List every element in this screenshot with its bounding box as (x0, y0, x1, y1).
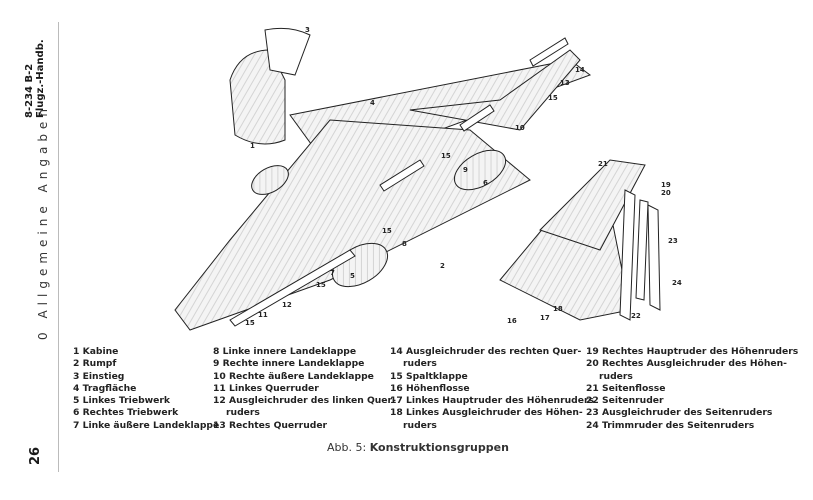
legend-item: 4 Tragfläche (73, 382, 137, 394)
legend-column-3: 14 Ausgleichruder des rechten Quer-ruder… (390, 346, 594, 432)
legend-item: 9 Rechte innere Landeklappe (213, 358, 365, 370)
figure-caption: Abb. 5: Konstruktionsgruppen (327, 441, 509, 454)
callout-number: 8 (402, 240, 407, 248)
callout-number: 15 (316, 281, 326, 289)
callout-number: 6 (483, 179, 488, 187)
vertical-fin (539, 159, 646, 251)
callout-number: 10 (515, 124, 525, 132)
legend-item: ruders (226, 407, 260, 419)
legend-item: 11 Linkes Querruder (213, 382, 319, 394)
legend-item: 3 Einstieg (73, 370, 125, 382)
legend-item: 13 Rechtes Querruder (213, 419, 328, 431)
callout-number: 14 (575, 66, 585, 74)
callout-number: 15 (548, 94, 558, 102)
legend-item: 21 Seitenflosse (586, 382, 666, 394)
legend-item: 5 Linkes Triebwerk (73, 395, 171, 407)
callout-number: 15 (441, 152, 451, 160)
caption-title: Konstruktionsgruppen (369, 441, 509, 454)
legend-item: 19 Rechtes Hauptruder des Höhenruders (586, 346, 799, 357)
legend-item: ruders (403, 358, 437, 370)
callout-number: 2 (440, 262, 445, 270)
callout-number: 22 (631, 312, 641, 320)
callout-number: 7 (330, 269, 335, 277)
section-title: 0 Allgemeine Angaben (36, 104, 50, 340)
callout-number: 1 (250, 142, 255, 150)
legend-item: 1 Kabine (73, 346, 119, 357)
callout-number: 16 (507, 317, 517, 325)
callout-number: 20 (661, 189, 671, 197)
entry-hatch (264, 27, 311, 76)
legend-item: ruders (403, 419, 437, 431)
legend-item: 12 Ausgleichruder des linken Quer- (213, 395, 396, 407)
callout-number: 5 (350, 272, 355, 280)
legend-item: 10 Rechte äußere Landeklappe (213, 370, 374, 382)
legend-item: 15 Spaltklappe (390, 370, 468, 382)
callout-number: 4 (370, 99, 375, 107)
callout-number: 21 (598, 160, 608, 168)
right-engine (453, 149, 507, 191)
page-number: 26 (28, 446, 43, 465)
callout-number: 19 (661, 181, 671, 189)
callout-number: 9 (463, 166, 468, 174)
legend-item: 16 Höhenflosse (390, 382, 470, 394)
cabin (229, 49, 286, 145)
legend-item: ruders (599, 370, 633, 382)
callout-number: 12 (282, 301, 292, 309)
legend-item: 22 Seitenruder (586, 395, 664, 407)
legend-item: 24 Trimmruder des Seitenruders (586, 419, 755, 431)
caption-prefix: Abb. 5: (327, 441, 367, 454)
callout-number: 15 (382, 227, 392, 235)
legend-item: 23 Ausgleichruder des Seitenruders (586, 407, 773, 419)
callout-number: 24 (672, 279, 682, 287)
legend-item: 18 Linkes Ausgleichruder des Höhen- (390, 407, 583, 419)
legend-item: 20 Rechtes Ausgleichruder des Höhen- (586, 358, 787, 370)
left-wing (174, 119, 531, 331)
callout-number: 23 (668, 237, 678, 245)
callout-number: 15 (245, 319, 255, 327)
callout-number: 17 (540, 314, 550, 322)
callout-number: 3 (305, 26, 310, 34)
legend-item: 17 Linkes Hauptruder des Höhenruders (390, 395, 594, 407)
right-wing (409, 49, 581, 131)
callout-number: 11 (258, 311, 268, 319)
legend-item: 2 Rumpf (73, 358, 117, 370)
document-id: 8-234 B-2 (24, 63, 35, 118)
legend-item: 14 Ausgleichruder des rechten Quer- (390, 346, 582, 357)
callout-number: 18 (553, 305, 563, 313)
legend-item: 6 Rechtes Triebwerk (73, 407, 179, 419)
legend-item: 7 Linke äußere Landeklappe (73, 419, 220, 431)
margin-rule (58, 22, 59, 472)
legend-item: 8 Linke innere Landeklappe (213, 346, 357, 357)
callout-number: 13 (560, 79, 570, 87)
